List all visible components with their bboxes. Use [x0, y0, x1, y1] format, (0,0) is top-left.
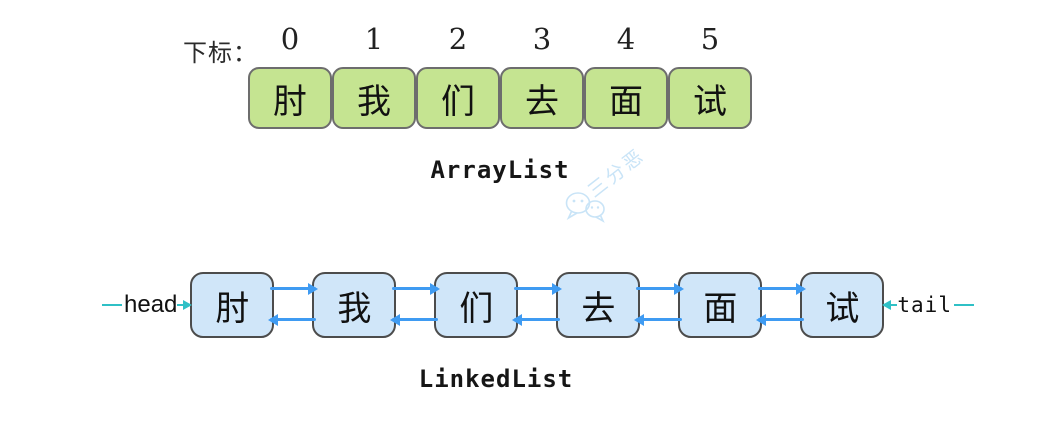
- next-pointer-arrow: [758, 282, 807, 295]
- array-cell-3: 去: [500, 67, 584, 129]
- wechat-chat-bubbles-icon: [564, 190, 608, 229]
- tail-label: tail: [897, 292, 952, 317]
- array-cell-5: 试: [668, 67, 752, 129]
- head-arrow-icon: [177, 300, 193, 309]
- tail-pointer: tail: [882, 292, 974, 317]
- array-index-label: 下标：: [183, 39, 258, 67]
- array-cell-0: 肘: [248, 67, 332, 129]
- link-arrows-1: [390, 272, 441, 338]
- head-pointer: head: [102, 291, 193, 318]
- array-index-2: 2: [448, 22, 468, 56]
- array-cells-row: 肘 我 们 去 面 试: [248, 67, 752, 129]
- list-node-2: 们: [434, 272, 519, 338]
- tail-dash: [953, 303, 974, 307]
- prev-pointer-arrow: [756, 313, 805, 326]
- link-arrows-2: [512, 272, 563, 338]
- linkedlist-title: LinkedList: [418, 365, 574, 393]
- array-index-row: 0 1 2 3 4 5: [248, 22, 752, 56]
- head-label: head: [124, 291, 178, 318]
- array-cell-4: 面: [584, 67, 668, 129]
- array-index-3: 3: [532, 22, 552, 56]
- array-index-5: 5: [700, 22, 720, 56]
- list-node-5: 试: [800, 272, 885, 338]
- link-arrows-4: [756, 272, 807, 338]
- linked-list-row: head 肘 我 们 去 面 试: [102, 272, 974, 338]
- list-node-0: 肘: [190, 272, 275, 338]
- array-cell-1: 我: [332, 67, 416, 129]
- arraylist-title: ArrayList: [430, 156, 570, 184]
- next-pointer-arrow: [514, 282, 563, 295]
- prev-pointer-arrow: [390, 313, 439, 326]
- prev-pointer-arrow: [512, 313, 561, 326]
- next-pointer-arrow: [636, 282, 685, 295]
- next-pointer-arrow: [270, 282, 319, 295]
- head-dash: [102, 303, 122, 307]
- array-cell-2: 们: [416, 67, 500, 129]
- list-node-1: 我: [312, 272, 397, 338]
- array-index-1: 1: [364, 22, 384, 56]
- array-index-0: 0: [280, 22, 300, 56]
- tail-arrow-icon: [882, 300, 898, 309]
- prev-pointer-arrow: [268, 313, 317, 326]
- next-pointer-arrow: [392, 282, 441, 295]
- list-node-4: 面: [678, 272, 763, 338]
- link-arrows-3: [634, 272, 685, 338]
- prev-pointer-arrow: [634, 313, 683, 326]
- link-arrows-0: [268, 272, 319, 338]
- list-node-3: 去: [556, 272, 641, 338]
- array-index-4: 4: [616, 22, 636, 56]
